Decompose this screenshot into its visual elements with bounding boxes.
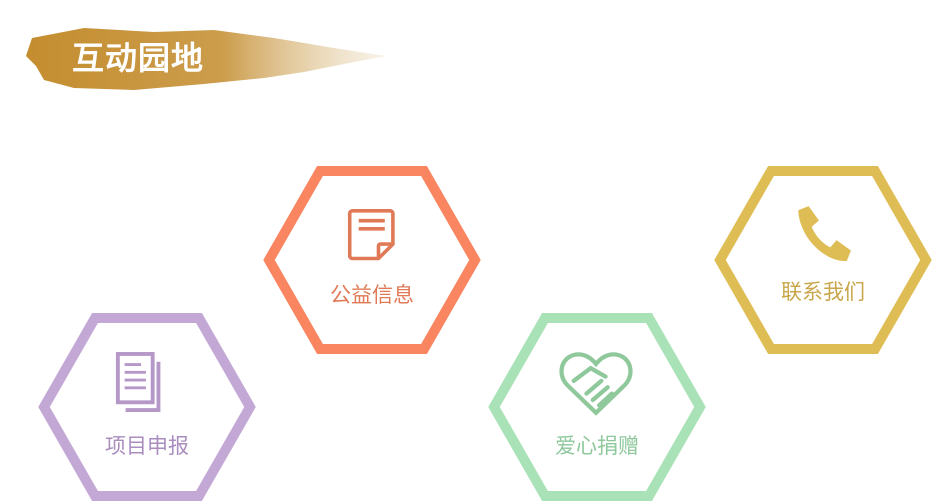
hexagon-frame xyxy=(488,313,706,501)
tile-project-apply[interactable]: 项目申报 xyxy=(38,313,256,501)
brush-stroke-background xyxy=(26,28,386,90)
tile-label: 爱心捐赠 xyxy=(555,434,639,458)
tile-label: 联系我们 xyxy=(781,280,865,304)
tile-label: 公益信息 xyxy=(330,283,414,307)
hexagon-frame xyxy=(714,166,932,354)
tile-contact-us[interactable]: 联系我们 xyxy=(714,166,932,354)
documents-icon xyxy=(115,352,161,412)
hexagon-frame xyxy=(38,313,256,501)
tile-label: 项目申报 xyxy=(105,434,189,458)
document-icon xyxy=(347,209,395,261)
section-header: 互动园地 xyxy=(14,16,394,96)
phone-icon xyxy=(798,206,851,261)
heart-handshake-icon xyxy=(559,352,633,416)
tile-donation[interactable]: 爱心捐赠 xyxy=(488,313,706,501)
section-title: 互动园地 xyxy=(72,39,205,77)
tile-public-info[interactable]: 公益信息 xyxy=(263,166,481,354)
